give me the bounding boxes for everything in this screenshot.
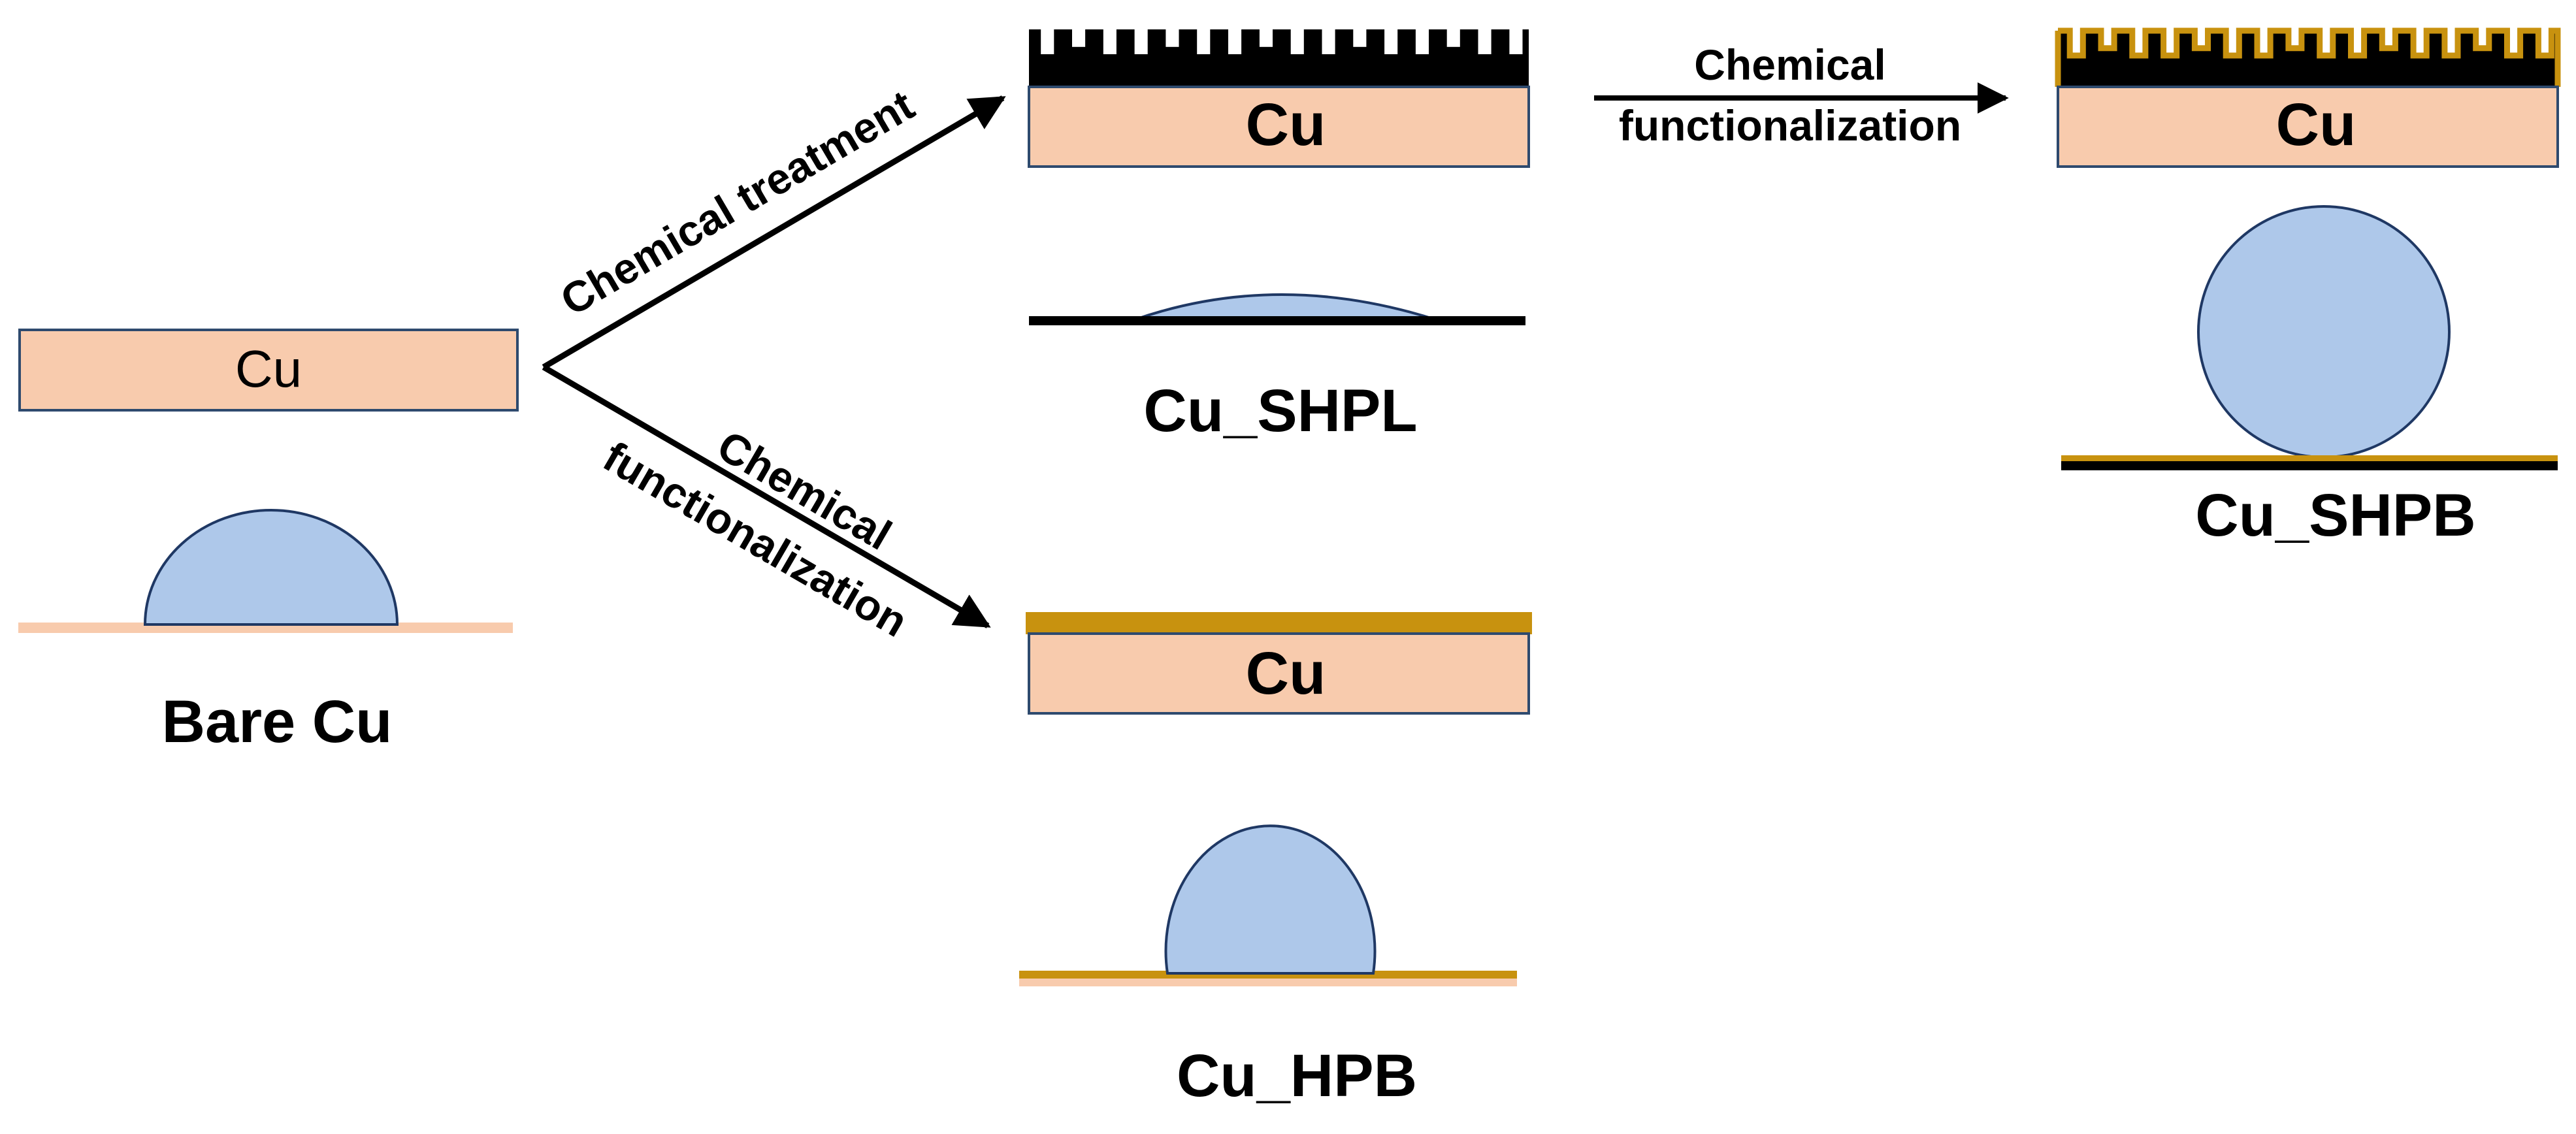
arrow-chemical-functionalization-down: Chemical functionalization bbox=[542, 364, 991, 646]
rough-gap bbox=[2444, 28, 2458, 54]
rough-gap bbox=[1134, 28, 1148, 54]
panel-cu-shpb: Cu Cu_SHPB bbox=[2055, 27, 2561, 549]
bare-cu-caption: Bare Cu bbox=[162, 688, 393, 755]
bare-cu-substrate-label: Cu bbox=[235, 340, 302, 398]
shpl-substrate bbox=[1028, 86, 1530, 168]
shpl-caption: Cu_SHPL bbox=[1143, 378, 1417, 444]
shpb-substrate-label: Cu bbox=[2276, 91, 2356, 158]
arrow-chemical-functionalization-right: Chemical functionalization bbox=[1594, 40, 2009, 150]
shpb-coating-outline bbox=[2055, 27, 2561, 87]
shpb-droplet bbox=[2197, 205, 2451, 459]
rough-gap bbox=[2070, 28, 2083, 54]
rough-gap bbox=[1446, 28, 1460, 47]
shpb-caption: Cu_SHPB bbox=[2195, 482, 2475, 549]
arrow-functionalization-right-line2: functionalization bbox=[1619, 101, 1961, 150]
shpl-surface-line bbox=[1029, 316, 1525, 325]
arrow-chemical-treatment: Chemical treatment bbox=[542, 80, 1006, 370]
hpb-droplet bbox=[1164, 824, 1377, 975]
shpl-droplet bbox=[1133, 293, 1438, 321]
rough-gap bbox=[1041, 28, 1054, 54]
hpb-substrate-label: Cu bbox=[1246, 640, 1326, 707]
rough-gap bbox=[1197, 28, 1211, 54]
rough-gap bbox=[2101, 28, 2115, 47]
arrow-chemical-treatment-label: Chemical treatment bbox=[552, 80, 922, 325]
rough-gap bbox=[2288, 28, 2302, 47]
panel-cu-shpl: Cu Cu_SHPL bbox=[1028, 28, 1530, 444]
hpb-substrate bbox=[1028, 632, 1530, 715]
arrow-functionalization-right-line1: Chemical bbox=[1694, 40, 1885, 89]
rough-gap bbox=[1228, 28, 1242, 54]
rough-gap bbox=[2319, 28, 2333, 54]
rough-gap bbox=[2351, 28, 2364, 54]
rough-gap bbox=[2163, 28, 2177, 54]
bare-cu-droplet bbox=[143, 509, 399, 626]
shpl-rough-texture bbox=[1041, 28, 1523, 54]
shpb-surface-line-coating bbox=[2061, 455, 2558, 461]
rough-gap bbox=[2226, 28, 2240, 54]
shpb-rough-texture bbox=[2070, 28, 2552, 54]
rough-gap bbox=[1322, 28, 1335, 54]
rough-gap bbox=[1384, 28, 1398, 54]
rough-gap bbox=[2538, 28, 2552, 54]
rough-gap bbox=[1478, 28, 1492, 54]
shpl-substrate-label: Cu bbox=[1246, 91, 1326, 158]
rough-gap bbox=[1415, 28, 1429, 54]
hpb-coating-layer bbox=[1026, 612, 1532, 634]
rough-gap bbox=[2257, 28, 2271, 54]
rough-gap bbox=[1259, 28, 1273, 47]
rough-gap bbox=[1103, 28, 1117, 54]
rough-gap bbox=[1166, 28, 1179, 47]
shpb-substrate bbox=[2057, 86, 2559, 168]
rough-gap bbox=[2475, 28, 2489, 47]
rough-gap bbox=[2413, 28, 2427, 54]
bare-cu-substrate bbox=[18, 329, 519, 412]
rough-gap bbox=[1509, 28, 1523, 54]
panel-bare-cu: Cu Bare Cu bbox=[18, 329, 519, 755]
rough-gap bbox=[2194, 28, 2208, 47]
rough-gap bbox=[2382, 28, 2396, 47]
rough-gap bbox=[1072, 28, 1086, 47]
hpb-caption: Cu_HPB bbox=[1177, 1043, 1417, 1109]
rough-gap bbox=[2507, 28, 2520, 54]
rough-gap bbox=[2132, 28, 2145, 54]
rough-gap bbox=[1290, 28, 1304, 54]
panel-cu-hpb: Cu Cu_HPB bbox=[1019, 612, 1532, 1109]
shpb-surface-line-black bbox=[2061, 460, 2558, 470]
rough-gap bbox=[1353, 28, 1367, 47]
